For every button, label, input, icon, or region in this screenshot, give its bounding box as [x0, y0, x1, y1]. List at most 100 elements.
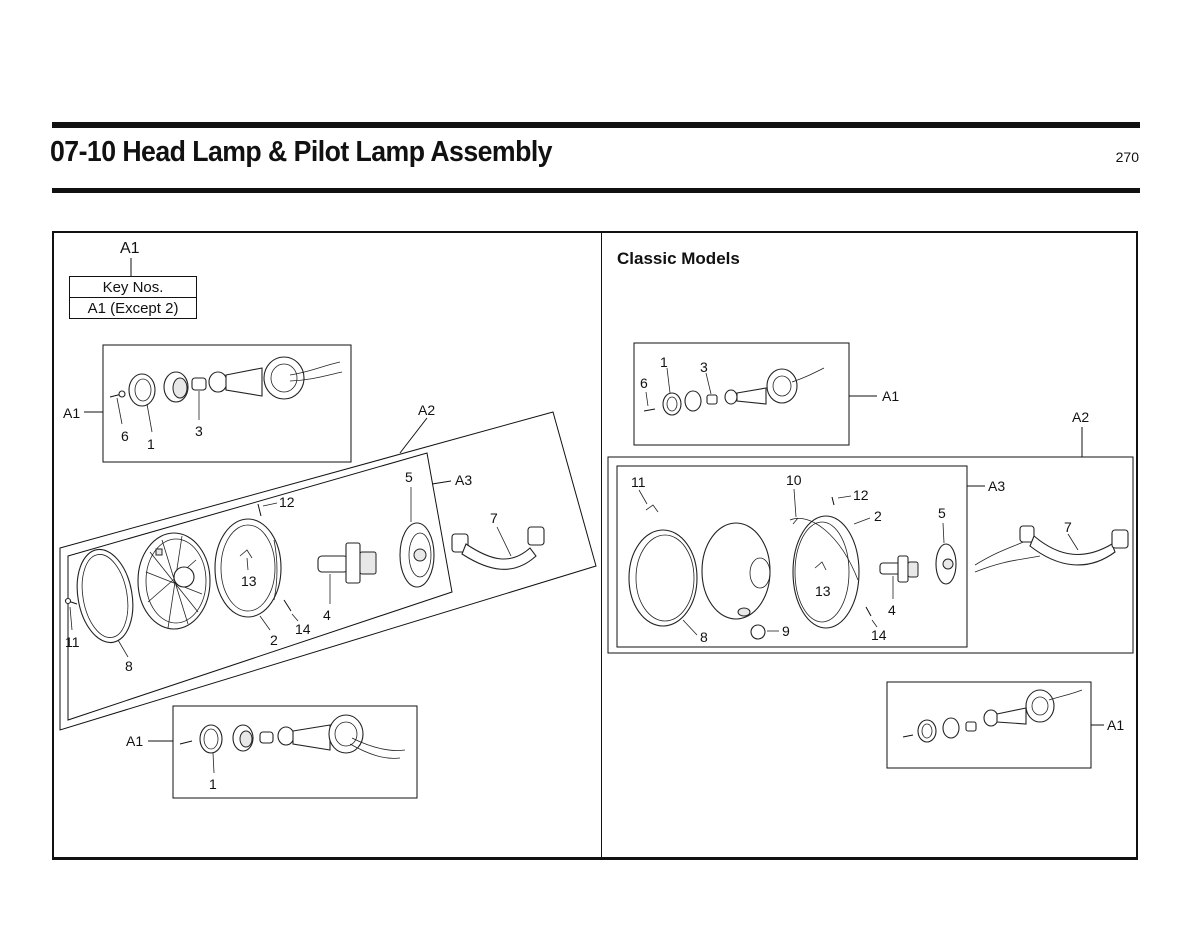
bulb-part: [706, 394, 718, 405]
callout-label: 12: [279, 494, 295, 510]
screw-part: [902, 734, 914, 738]
socket-part: [208, 371, 228, 393]
right-a3-box: [616, 465, 968, 648]
right-bottom-a1-group: A1: [886, 681, 1124, 769]
screw-part: [109, 390, 126, 398]
left-a2-box: [59, 411, 597, 731]
bulb-part: [259, 731, 274, 744]
headlamp-bulb-part: [317, 542, 377, 584]
callout-label: A1: [63, 405, 80, 421]
left-bottom-a1-group: A1 1: [126, 705, 418, 799]
screw-part: [257, 503, 262, 517]
callout-label: A1: [882, 388, 899, 404]
screw-part: [865, 606, 872, 617]
callout-label: 11: [65, 634, 80, 650]
screw-part: [283, 599, 292, 612]
headlamp-ring-part: [628, 529, 698, 627]
housing-part: [328, 714, 364, 754]
left-bottom-a1-box: [172, 705, 418, 799]
reflector-part: [701, 522, 771, 620]
callout-label: 13: [815, 583, 831, 599]
callout-label: 8: [700, 629, 708, 645]
callout-label: 14: [871, 627, 887, 643]
callout-label: 2: [874, 508, 882, 524]
key-table-caption: A1: [120, 240, 140, 257]
housing-part: [766, 368, 798, 404]
table-row: Key Nos.: [69, 276, 197, 298]
left-top-a1-group: A1 6 1 3: [63, 344, 352, 463]
key-table-header: Key Nos.: [69, 276, 197, 298]
screw-part: [645, 504, 659, 513]
callout-label: 6: [121, 428, 129, 444]
trim-ring-part: [199, 724, 223, 754]
page-title: 07-10 Head Lamp & Pilot Lamp Assembly: [50, 136, 553, 168]
callout-label: A2: [1072, 409, 1089, 425]
adjuster-part: [750, 624, 766, 640]
callout-label: 14: [295, 621, 311, 637]
headlamp-ring-part: [76, 548, 134, 644]
callout-label: 3: [700, 359, 708, 375]
page-number: 270: [1115, 149, 1139, 165]
headlamp-housing-part: [792, 515, 860, 629]
callout-label: A1: [126, 733, 143, 749]
trim-ring-part: [917, 719, 937, 743]
housing-part: [1025, 689, 1055, 723]
callout-label: 4: [888, 602, 896, 618]
screw-part: [179, 740, 193, 745]
callout-label: 2: [270, 632, 278, 648]
header-top-rule: [52, 122, 1140, 128]
header-bottom-rule: [52, 188, 1140, 193]
wiring-harness-part: [451, 526, 545, 570]
left-top-a1-box: [102, 344, 352, 463]
bulb-part: [965, 721, 977, 732]
callout-label: 7: [490, 510, 498, 526]
screw-part: [831, 496, 835, 506]
clip-part: [814, 561, 827, 571]
screw-part: [643, 408, 656, 412]
callout-label: A3: [455, 472, 472, 488]
callout-label: 11: [631, 474, 646, 490]
wiring-harness-part: [974, 525, 1129, 573]
table-row: A1 (Except 2): [69, 297, 197, 319]
lens-part: [942, 717, 960, 739]
left-a2-group: A2 A3 8 11 2 13 12: [59, 402, 597, 731]
callout-label: 1: [660, 354, 668, 370]
socket-part: [277, 726, 295, 746]
right-a2-box: [607, 456, 1134, 654]
socket-part: [983, 709, 999, 727]
panel-divider: [601, 231, 602, 860]
callout-label: 7: [1064, 519, 1072, 535]
trim-ring-part: [662, 392, 682, 416]
key-table-value: A1 (Except 2): [69, 297, 197, 319]
callout-label: 13: [241, 573, 257, 589]
callout-label: 8: [125, 658, 133, 674]
callout-label: 1: [147, 436, 155, 452]
right-top-a1-group: A1 6 1 3: [633, 342, 899, 446]
headlamp-bulb-part: [879, 555, 919, 583]
callout-label: 5: [938, 505, 946, 521]
key-table: Key Nos. A1 (Except 2): [69, 276, 197, 319]
callout-label: 9: [782, 623, 790, 639]
right-a2-group: A2 A3 11 8 9 10 2 13 12: [607, 409, 1134, 654]
left-a3-box: [67, 452, 453, 721]
right-top-a1-box: [633, 342, 850, 446]
callout-label: A3: [988, 478, 1005, 494]
callout-label: 5: [405, 469, 413, 485]
callout-label: 10: [786, 472, 802, 488]
diagram-frame: [52, 231, 1138, 860]
housing-part: [263, 356, 305, 400]
lens-part: [684, 390, 702, 412]
bulb-part: [191, 377, 207, 391]
bail-part: [792, 517, 799, 525]
callout-label: 1: [209, 776, 217, 792]
sealed-beam-part: [137, 532, 211, 630]
callout-label: A2: [418, 402, 435, 418]
callout-label: A1: [1107, 717, 1124, 733]
callout-label: 6: [640, 375, 648, 391]
callout-label: 12: [853, 487, 869, 503]
socket-part: [724, 389, 738, 405]
clip-part: [239, 549, 253, 559]
callout-label: 3: [195, 423, 203, 439]
classic-models-title: Classic Models: [617, 249, 740, 268]
